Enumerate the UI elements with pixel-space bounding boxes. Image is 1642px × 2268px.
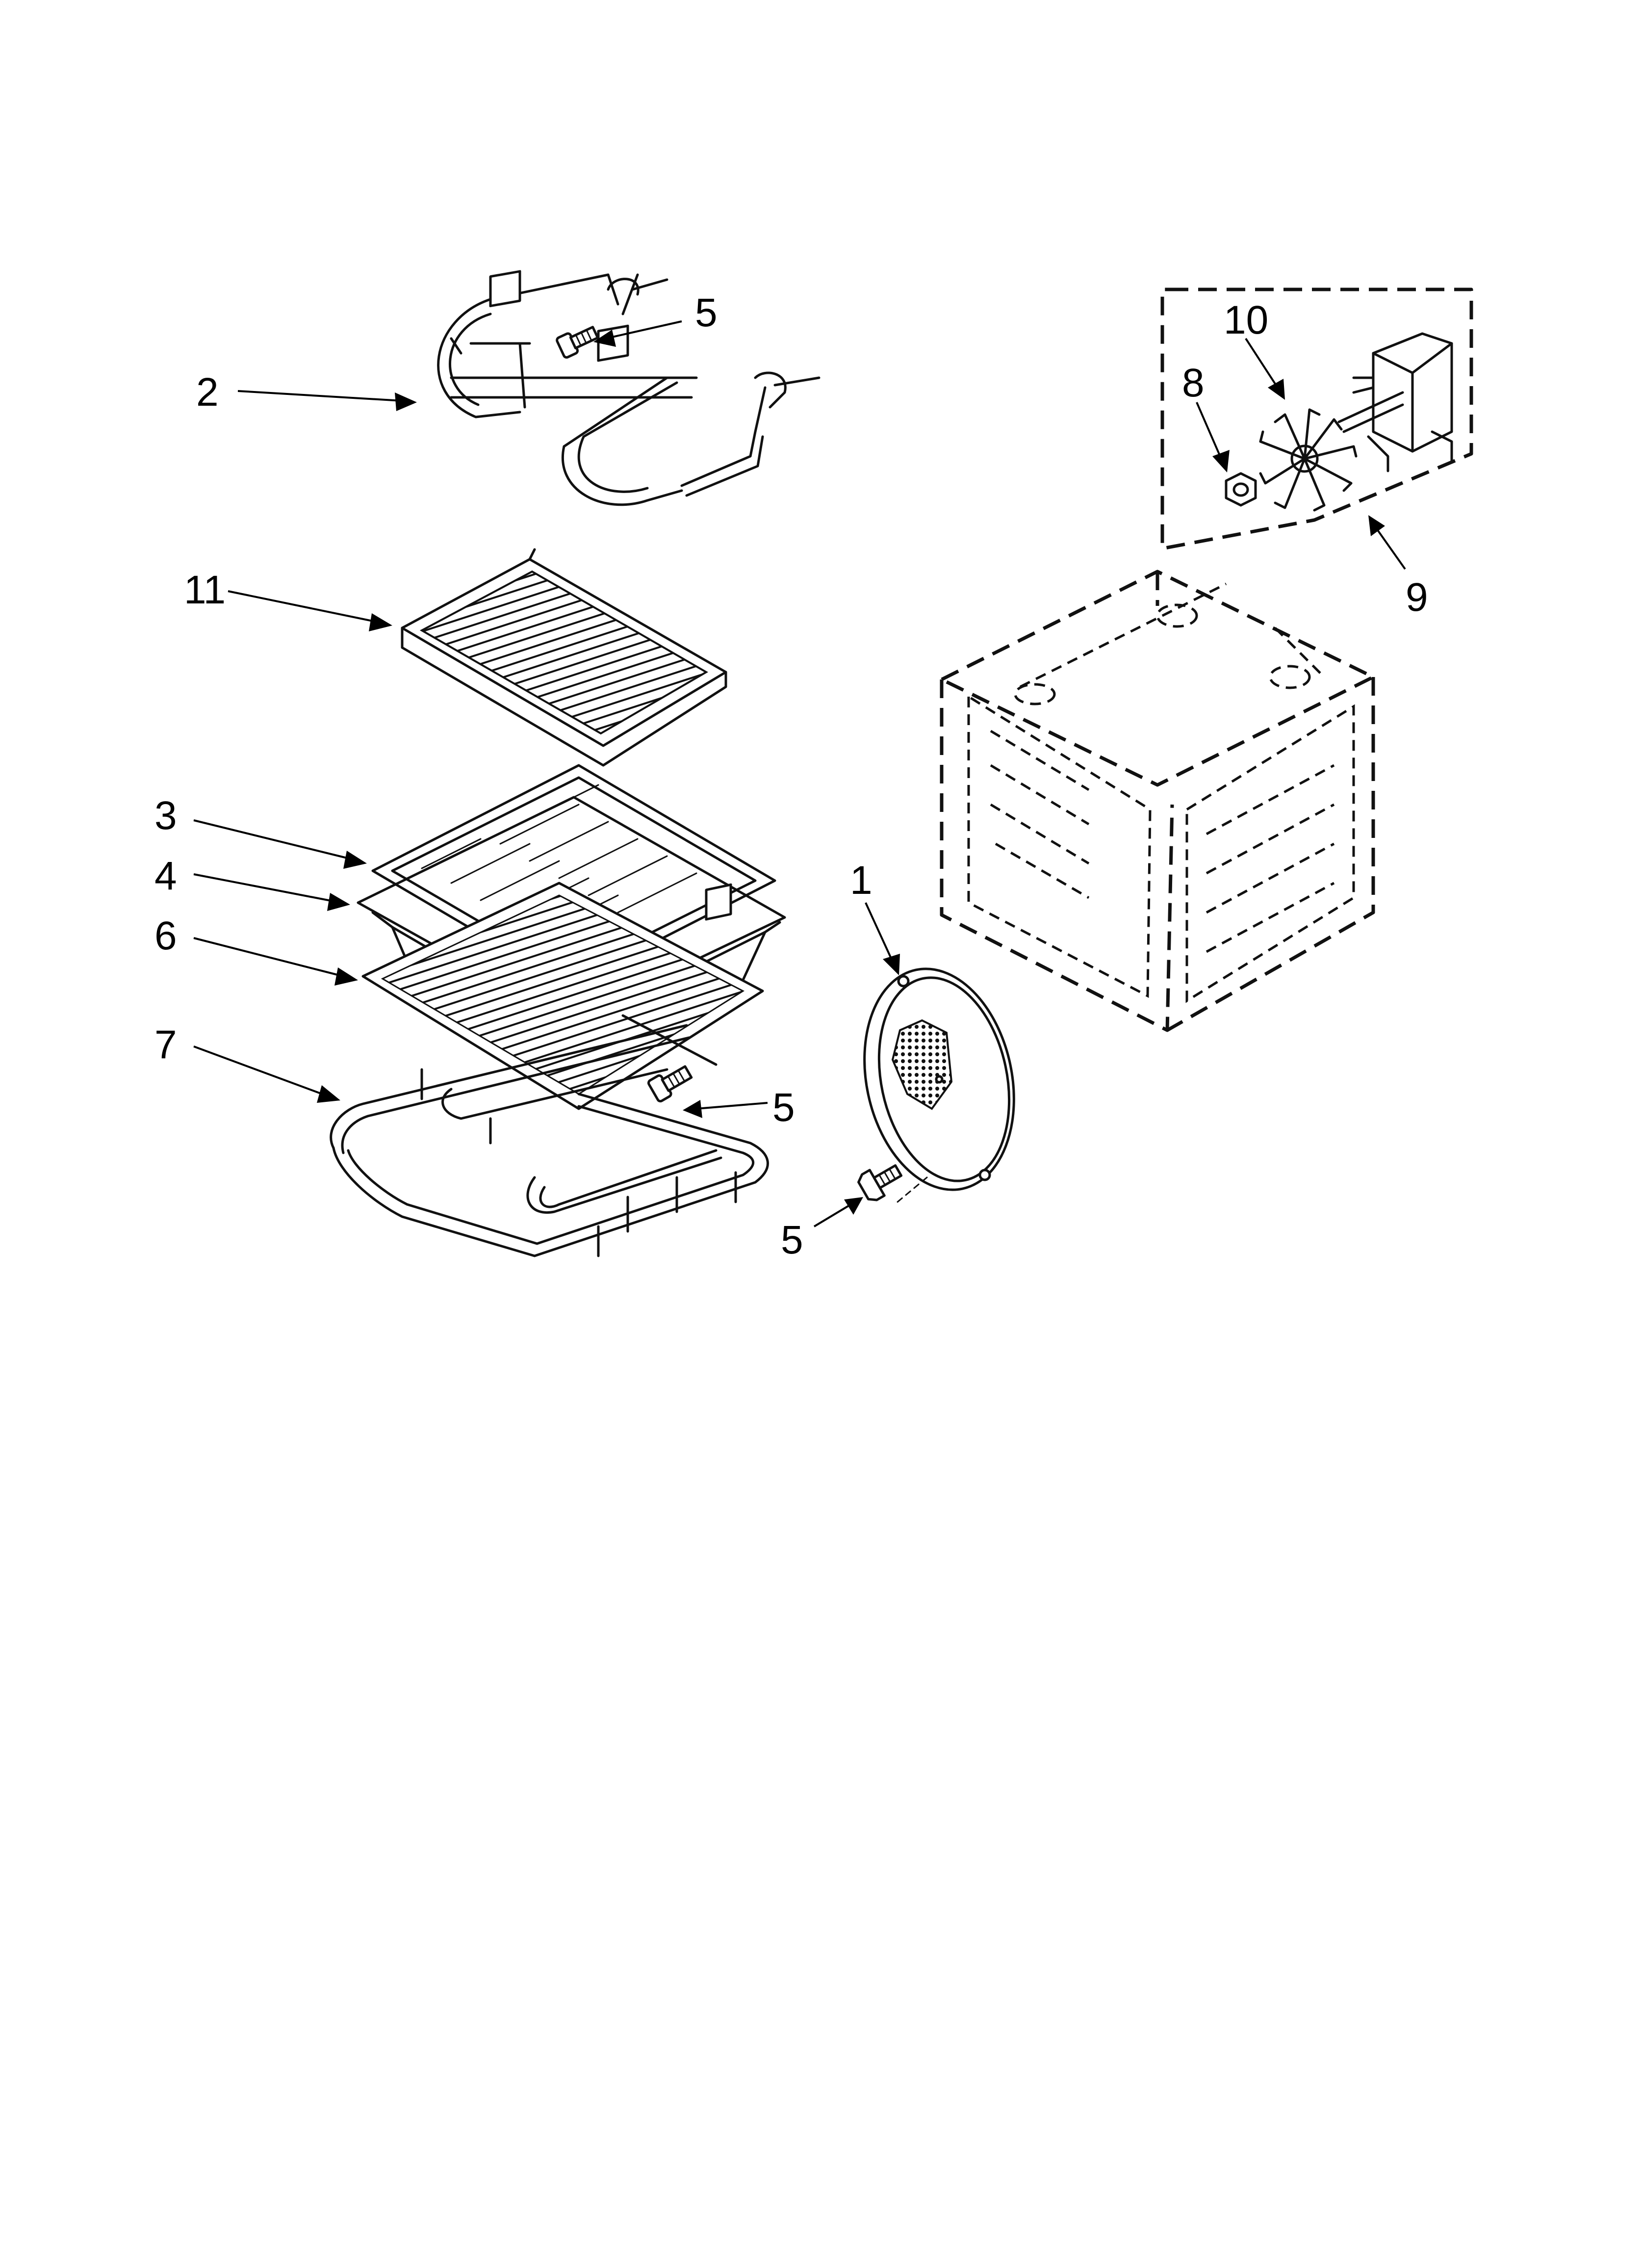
fan-blade	[1259, 408, 1358, 512]
callout-5-middle: 5	[772, 1085, 795, 1130]
callout-11: 11	[184, 568, 226, 612]
callout-1: 1	[850, 858, 872, 903]
convection-motor-kit	[1160, 287, 1473, 550]
oven-rack	[361, 882, 764, 1110]
screw-icon	[556, 326, 599, 359]
leader-arrows	[193, 320, 1406, 1227]
oven-cavity-outline	[940, 570, 1375, 1032]
callout-labels: 1 2 3 4 5 5 5 6 7 8 9 10 11	[154, 290, 1428, 1262]
callout-2: 2	[196, 370, 219, 415]
broiler-rack	[401, 548, 727, 767]
callout-4: 4	[154, 854, 177, 898]
callout-3: 3	[154, 793, 177, 838]
convection-motor	[1337, 332, 1453, 472]
callout-5-bottom: 5	[781, 1218, 803, 1262]
broil-element	[437, 270, 821, 506]
callout-9: 9	[1406, 575, 1428, 620]
screw-icon	[857, 1164, 903, 1201]
screw-icon	[647, 1065, 693, 1103]
callout-6: 6	[154, 913, 177, 958]
bake-element	[330, 883, 769, 1257]
nut-icon	[1225, 472, 1257, 507]
callout-5-top: 5	[695, 290, 718, 335]
fan-cover	[863, 967, 1015, 1203]
callout-8: 8	[1182, 361, 1205, 405]
callout-7: 7	[154, 1022, 177, 1067]
callout-10: 10	[1224, 298, 1268, 342]
